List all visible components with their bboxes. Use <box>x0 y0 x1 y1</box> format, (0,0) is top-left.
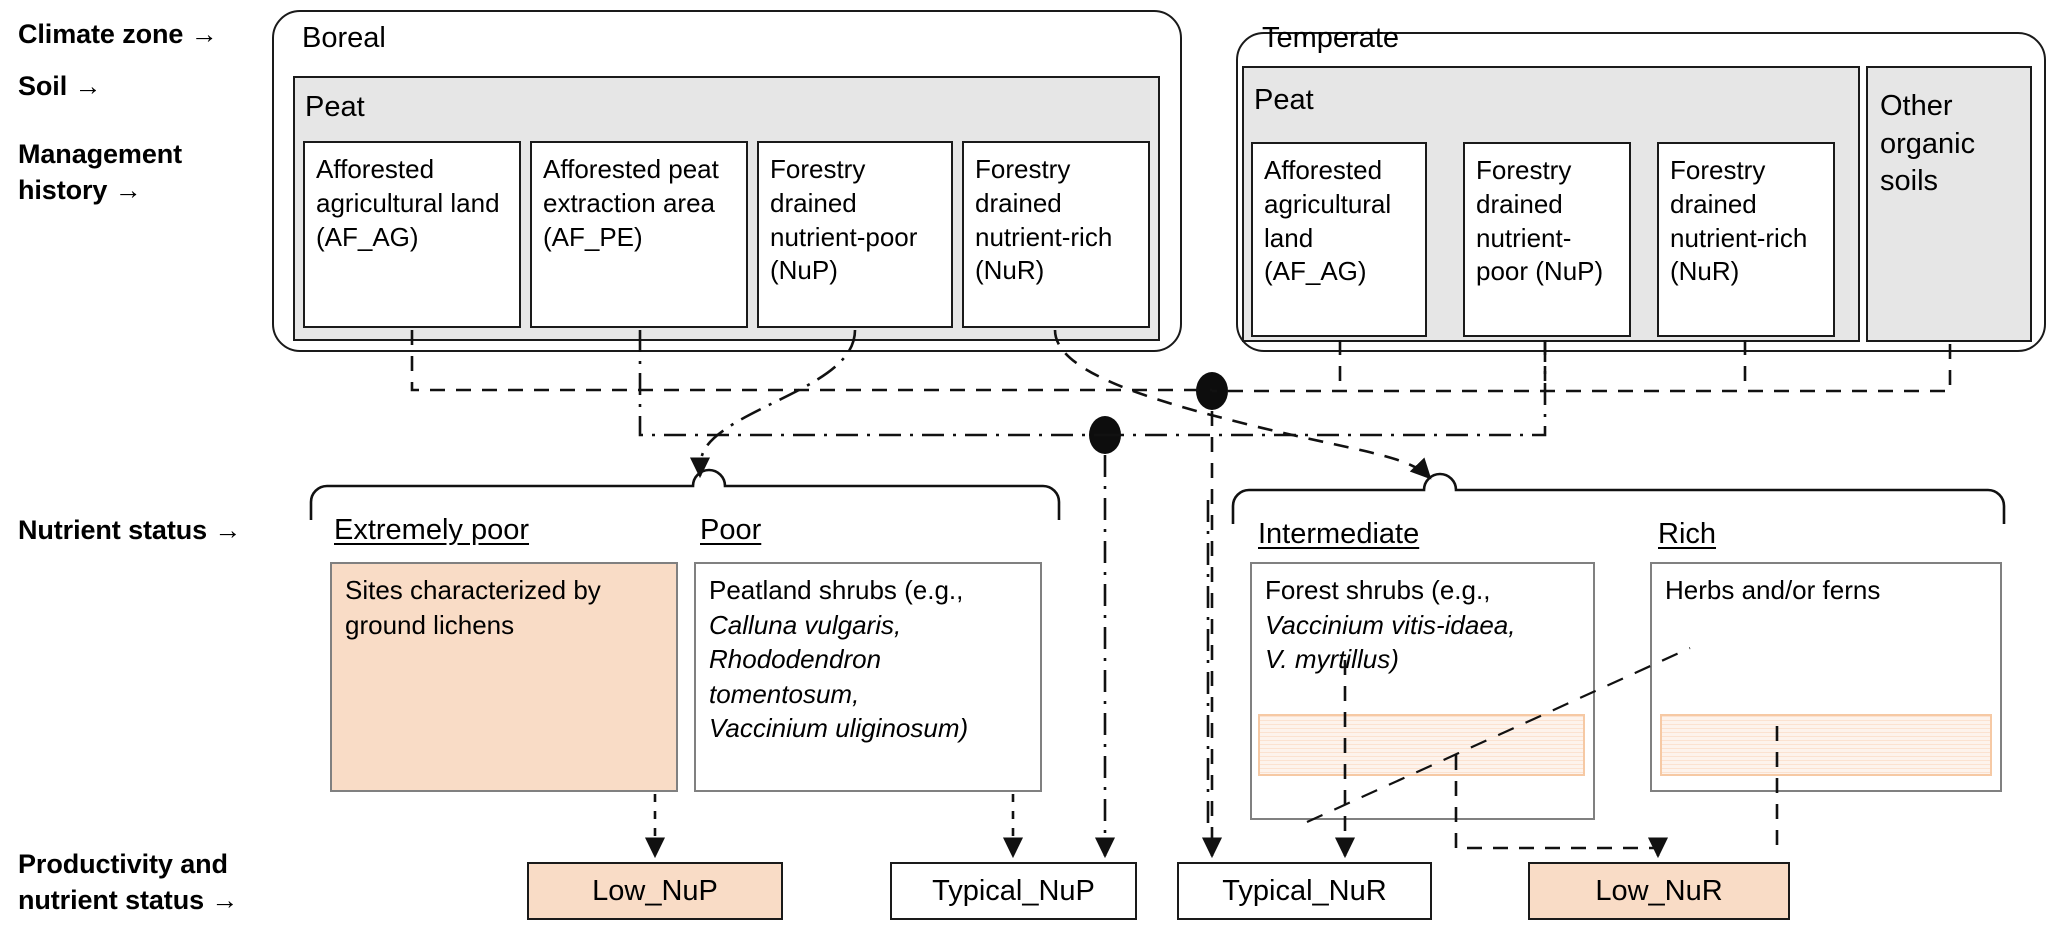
row-label-climate-zone: Climate zone → <box>18 19 218 49</box>
row-label-soil: Soil → <box>18 71 102 101</box>
brace-right <box>1231 472 2006 524</box>
mgmt-temperate-nup[interactable]: Forestry drained nutrient-poor (NuP) <box>1463 142 1631 337</box>
junction-dot-upper <box>1196 372 1228 410</box>
mgmt-temperate-af-ag[interactable]: Afforested agricultural land (AF_AG) <box>1251 142 1427 337</box>
ns-heading-extremely-poor: Extremely poor <box>334 514 530 546</box>
ns-poor-line-2: Rhododendron <box>709 644 882 675</box>
soil-temperate-other-organic[interactable] <box>1866 66 2032 342</box>
soil-temperate-other-organic-title: Other organic soils <box>1880 90 1976 198</box>
ns-poor-line-0: Peatland shrubs (e.g., <box>709 575 964 605</box>
ns-intermediate-line-1: Vaccinium vitis-idaea, <box>1265 609 1516 640</box>
ns-box-intermediate[interactable]: Forest shrubs (e.g., Vaccinium vitis-ida… <box>1250 562 1595 820</box>
ns-box-extremely-poor[interactable]: Sites characterized by ground lichens <box>330 562 678 792</box>
result-typical-nup[interactable]: Typical_NuP <box>890 862 1137 920</box>
mgmt-boreal-nur[interactable]: Forestry drained nutrient-rich (NuR) <box>962 141 1150 328</box>
ns-heading-intermediate: Intermediate <box>1258 518 1420 550</box>
mgmt-boreal-af-ag[interactable]: Afforested agricultural land (AF_AG) <box>303 141 521 328</box>
ns-heading-poor: Poor <box>700 514 762 546</box>
ns-hatch-intermediate <box>1258 714 1585 776</box>
wire-to-intermediate <box>1053 329 1432 480</box>
ns-box-rich-text: Herbs and/or ferns <box>1665 575 1881 605</box>
brace-left <box>309 468 1061 520</box>
ns-intermediate-line-0: Forest shrubs (e.g., <box>1265 575 1491 605</box>
mgmt-boreal-af-pe[interactable]: Afforested peat extraction area (AF_PE) <box>530 141 748 328</box>
result-typical-nur[interactable]: Typical_NuR <box>1177 862 1432 920</box>
mgmt-temperate-nur[interactable]: Forestry drained nutrient-rich (NuR) <box>1657 142 1835 337</box>
ns-poor-line-3: tomentosum, <box>709 678 860 709</box>
ns-box-poor[interactable]: Peatland shrubs (e.g., Calluna vulgaris,… <box>694 562 1042 792</box>
ns-heading-rich: Rich <box>1658 518 1717 550</box>
zone-boreal-title: Boreal <box>302 22 386 54</box>
result-low-nup[interactable]: Low_NuP <box>527 862 783 920</box>
ns-hatch-rich <box>1660 714 1992 776</box>
soil-boreal-peat-title: Peat <box>305 91 365 123</box>
result-low-nur[interactable]: Low_NuR <box>1528 862 1790 920</box>
mgmt-boreal-nup[interactable]: Forestry drained nutrient-poor (NuP) <box>757 141 953 328</box>
row-label-nutrient-status: Nutrient status → <box>18 515 242 545</box>
ns-poor-line-1: Calluna vulgaris, <box>709 609 902 640</box>
row-label-productivity: Productivity and nutrient status → <box>18 849 239 916</box>
ns-poor-line-4: Vaccinium uliginosum) <box>709 713 969 744</box>
ns-box-extremely-poor-text: Sites characterized by ground lichens <box>345 575 601 640</box>
junction-dot-lower <box>1089 416 1121 454</box>
soil-temperate-peat-title: Peat <box>1254 84 1314 116</box>
row-label-management-history: Management history → <box>18 139 183 206</box>
zone-temperate-title: Temperate <box>1262 22 1400 54</box>
ns-intermediate-line-2: V. myrtillus) <box>1265 644 1399 675</box>
